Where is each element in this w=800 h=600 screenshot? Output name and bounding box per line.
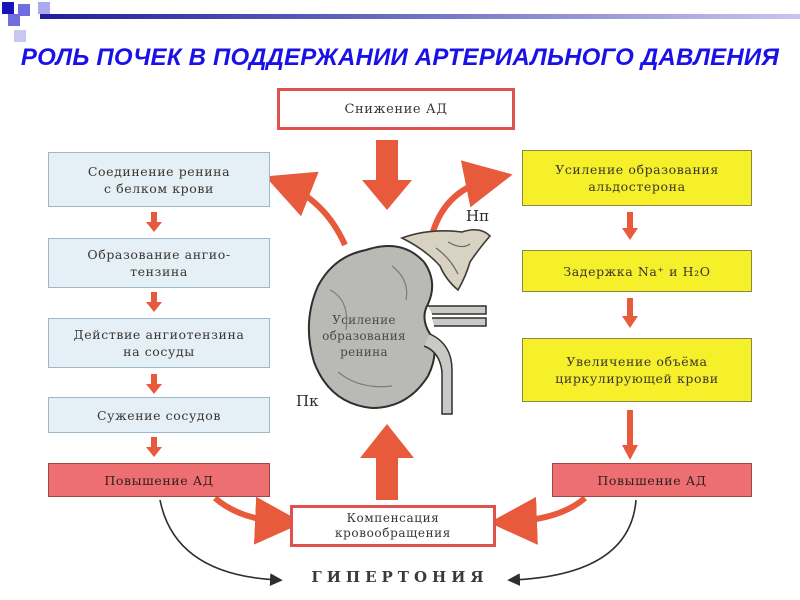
corner-square	[2, 2, 14, 14]
box-renin-binding: Соединение ренина с белком крови	[48, 152, 270, 207]
arrow-right-to-hypertension	[507, 499, 637, 587]
down-arrow-large	[362, 140, 412, 210]
hypertension-label: ГИПЕРТОНИЯ	[311, 568, 489, 586]
left-chain-arrows	[146, 212, 162, 457]
up-arrow-large	[360, 424, 414, 500]
renal-vessels	[428, 305, 487, 315]
box-vasoconstriction: Сужение сосудов	[48, 397, 270, 433]
label-pk: Пк	[296, 392, 319, 410]
box-bp-decrease: Снижение АД	[277, 88, 515, 130]
arrow-right-to-compensation	[489, 495, 587, 545]
box-angiotensin-formation: Образование ангио- тензина	[48, 238, 270, 288]
corner-square	[38, 2, 50, 14]
kidney-label: Усиление образования ренина	[322, 313, 406, 359]
box-bp-increase-right: Повышение АД	[552, 463, 752, 497]
arrow-left-to-compensation	[213, 495, 303, 545]
corner-square	[18, 4, 30, 16]
corner-square	[14, 30, 26, 42]
box-blood-volume-increase: Увеличение объёма циркулирующей крови	[522, 338, 752, 402]
box-angiotensin-action: Действие ангиотензина на сосуды	[48, 318, 270, 368]
box-bp-increase-left: Повышение АД	[48, 463, 270, 497]
right-chain-arrows	[622, 212, 638, 460]
arrow-left-to-hypertension	[159, 499, 283, 587]
box-na-water-retention: Задержка Na⁺ и H₂O	[522, 250, 752, 292]
label-adrenal: Нп	[466, 207, 490, 225]
header-bar	[40, 14, 800, 19]
kidney-icon	[307, 245, 436, 410]
box-aldosterone: Усиление образования альдостерона	[522, 150, 752, 206]
page-title: РОЛЬ ПОЧЕК В ПОДДЕРЖАНИИ АРТЕРИАЛЬНОГО Д…	[20, 44, 780, 71]
ureter	[423, 333, 453, 415]
curved-arrow-right	[429, 160, 513, 236]
box-compensation: Компенсация кровообращения	[290, 505, 496, 547]
curved-arrow-left	[265, 171, 348, 247]
corner-square	[8, 14, 20, 26]
